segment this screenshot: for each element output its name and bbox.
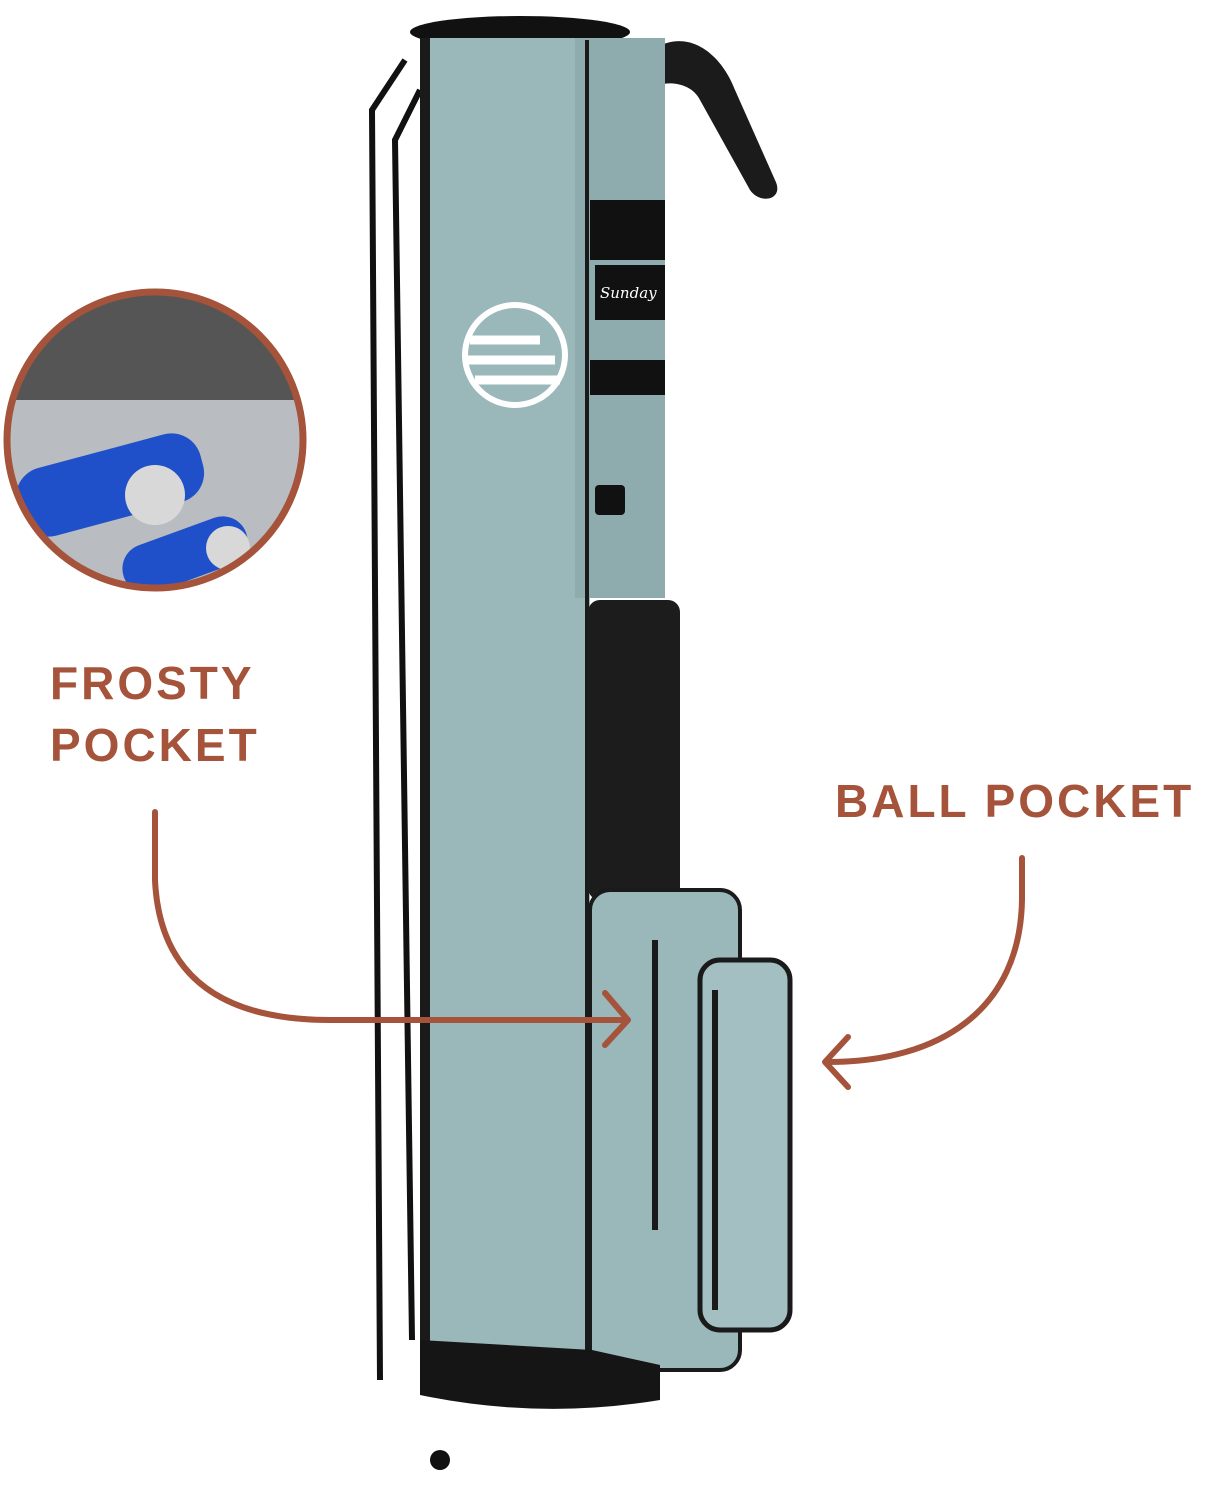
ball-pocket-label: BALL POCKET [835,775,1195,827]
mesh-pocket [588,600,680,900]
carry-handle-icon [640,41,778,199]
ball-arrowhead-icon [822,1034,851,1090]
brand-tag [595,265,665,320]
stand-legs [368,58,423,1381]
strap-lower [590,360,665,395]
bag-edge-trim [420,38,430,1358]
frosty-pocket-label: FROSTY POCKET [50,652,260,776]
strap-upper [590,200,665,260]
ball-arrow [825,855,1025,1065]
frosty-arrow [152,809,628,1023]
frosty-label-line1: FROSTY [50,657,255,709]
frosty-label-line2: POCKET [50,719,260,771]
frosty-arrowhead-icon [602,990,631,1048]
strap-buckle [595,485,625,515]
stand-foot [430,1450,450,1470]
brand-logo-icon [462,302,568,408]
bag-seam [585,40,589,1360]
bag-base [420,1340,660,1409]
ball-pocket [697,957,793,1333]
brand-tag-text: Sunday [600,284,657,302]
frosty-pocket-inset-photo [3,288,307,592]
bag-body [420,38,590,1358]
